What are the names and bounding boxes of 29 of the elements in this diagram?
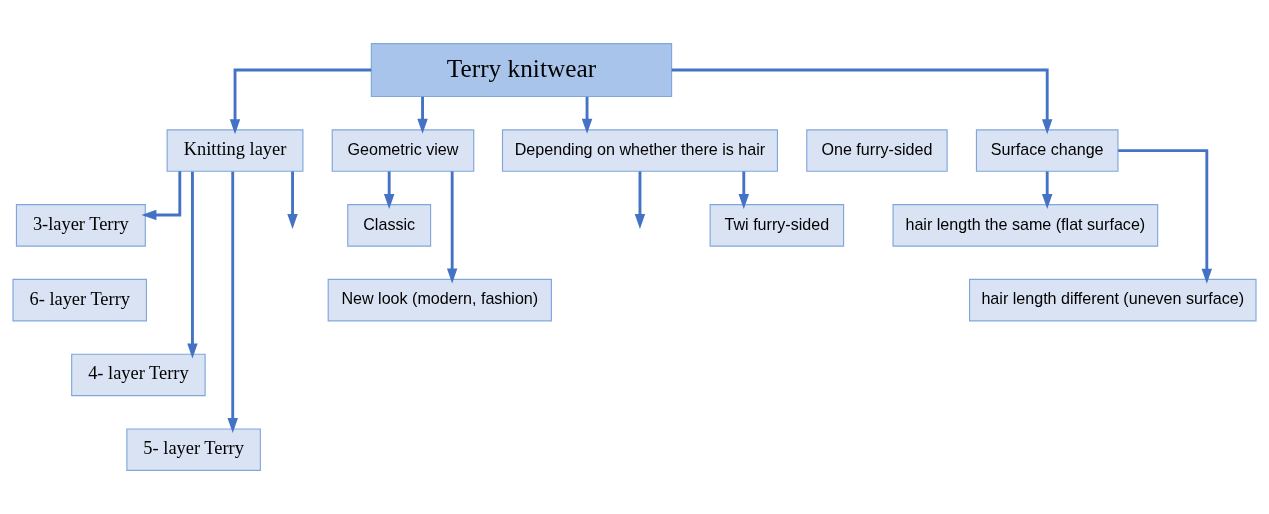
node-box: Terry knitwear [370, 43, 673, 98]
node-box: 4- layer Terry [71, 353, 206, 397]
node-box: 6- layer Terry [12, 278, 147, 322]
node-box: One furry-sided [806, 129, 948, 172]
node-box: Surface change [975, 129, 1119, 172]
arrow [383, 171, 395, 209]
arrow [1118, 149, 1213, 284]
arrow [227, 171, 238, 434]
arrow [634, 171, 646, 229]
node-box: Geometric view [331, 129, 475, 172]
arrow [141, 171, 182, 221]
node-box: Knitting layer [166, 129, 304, 172]
arrow [287, 171, 298, 229]
arrow [417, 96, 428, 134]
arrow [671, 68, 1053, 135]
arrow [446, 171, 458, 284]
arrow [738, 171, 750, 209]
arrow [187, 171, 198, 359]
node-box: hair length the same (flat surface) [892, 204, 1159, 247]
node-box: hair length different (uneven surface) [968, 278, 1257, 322]
node-box: Twi furry-sided [709, 204, 845, 247]
node-box: Classic [347, 204, 432, 247]
node-box: 5- layer Terry [126, 428, 261, 471]
arrow [1041, 171, 1053, 209]
node-box: 3-layer Terry [15, 204, 146, 247]
node-box: Depending on whether there is hair [501, 129, 778, 172]
arrow [581, 96, 593, 134]
node-box: New look (modern, fashion) [327, 278, 552, 322]
arrow [229, 68, 372, 135]
